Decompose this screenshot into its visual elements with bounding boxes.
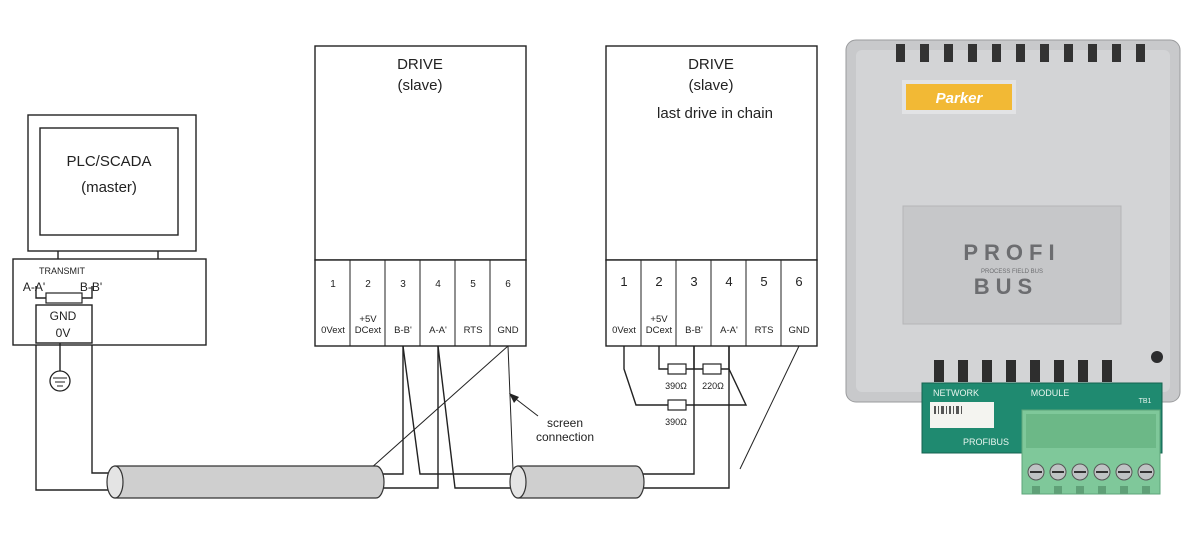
shielded-cable-2 bbox=[509, 465, 645, 499]
module-bottom-vents bbox=[934, 360, 1112, 382]
profibus-module-photo: Parker PROFI PROCESS FIELD BUS BUS NETWO… bbox=[845, 39, 1181, 495]
resistor-220 bbox=[702, 363, 722, 375]
resistor-390-bottom-label: 390Ω bbox=[665, 417, 687, 427]
drive2-terminal-3-label: B-B' bbox=[685, 325, 703, 336]
drive2-terminal-5-num: 5 bbox=[760, 274, 767, 289]
drive1-terminal-2-label: DCext bbox=[355, 325, 382, 336]
drive2-terminal-4-label: A-A' bbox=[720, 325, 738, 336]
drive1-terminal-2-label-top: +5V bbox=[359, 314, 377, 325]
drive2-terminal-6-label: GND bbox=[788, 325, 809, 336]
pc-gnd-label: GND bbox=[50, 309, 77, 323]
pc-b-label: B-B' bbox=[80, 280, 102, 294]
drive2-terminal-4-num: 4 bbox=[725, 274, 732, 289]
network-label: NETWORK bbox=[933, 388, 979, 398]
screen-arrow-head bbox=[509, 393, 519, 403]
resistor-390-top-label: 390Ω bbox=[665, 381, 687, 391]
screen-label-line2: connection bbox=[536, 430, 594, 444]
drive1-terminal-1-label: 0Vext bbox=[321, 325, 345, 336]
module-led bbox=[1151, 351, 1163, 363]
drive2-termination-network: 390Ω 220Ω 390Ω bbox=[623, 346, 748, 427]
drive1-terminal-3-num: 3 bbox=[400, 279, 406, 290]
terminal-block-slots bbox=[1032, 486, 1150, 494]
screen-label-line1: screen bbox=[547, 416, 583, 430]
drive1-terminal-6-num: 6 bbox=[505, 279, 511, 290]
wire-pc-b bbox=[91, 345, 117, 474]
drive1-terminal-5-label: RTS bbox=[464, 325, 483, 336]
screen-wire-drive2 bbox=[739, 345, 800, 470]
drive2-terminal-2-label-top: +5V bbox=[650, 314, 668, 325]
drive1-title: DRIVE bbox=[397, 56, 443, 73]
parker-logo-bg bbox=[906, 84, 1012, 110]
drive1-terminal-4-num: 4 bbox=[435, 279, 441, 290]
drive2-terminal-3-num: 3 bbox=[690, 274, 697, 289]
pc-a-label: A-A' bbox=[23, 280, 45, 294]
drive1-terminal-4-label: A-A' bbox=[429, 325, 447, 336]
wire-drive2-a bbox=[638, 346, 730, 489]
bus-wiring: screen connection bbox=[35, 345, 800, 491]
transmit-label: TRANSMIT bbox=[39, 266, 86, 276]
monitor-screen bbox=[39, 127, 179, 236]
resistor-390-top bbox=[667, 363, 687, 375]
profibus-logo-top: PROFI bbox=[963, 240, 1060, 265]
wire-drive1-b-in bbox=[378, 346, 404, 475]
profibus-label-area bbox=[902, 205, 1122, 325]
drive2-subtitle: (slave) bbox=[688, 77, 733, 94]
profibus-logo-mid: PROCESS FIELD BUS bbox=[981, 269, 1043, 275]
board-barcode-sticker bbox=[930, 402, 994, 428]
resistor-220-label: 220Ω bbox=[702, 381, 724, 391]
tb1-label: TB1 bbox=[1139, 398, 1152, 405]
ground-icon bbox=[49, 343, 71, 392]
drive1-terminal-1-num: 1 bbox=[330, 279, 336, 290]
drive1-terminal-5-num: 5 bbox=[470, 279, 476, 290]
pc-termination-resistor bbox=[45, 292, 83, 304]
parker-logo: Parker bbox=[936, 90, 984, 107]
module-label: MODULE bbox=[1031, 388, 1070, 398]
terminal-block-top bbox=[1026, 414, 1156, 448]
profibus-board-label: PROFIBUS bbox=[963, 437, 1009, 447]
pc-resistor-lead-right bbox=[82, 286, 93, 299]
module-vents bbox=[896, 44, 1145, 62]
drive2-terminal-6-num: 6 bbox=[795, 274, 802, 289]
plc-title: PLC/SCADA bbox=[66, 153, 151, 170]
drive2-title: DRIVE bbox=[688, 56, 734, 73]
drive2-body bbox=[605, 45, 818, 261]
wire-pc-a bbox=[35, 345, 115, 491]
resistor-390-bottom bbox=[667, 399, 687, 411]
drive2-note: last drive in chain bbox=[657, 105, 773, 122]
drive2-terminal-2-num: 2 bbox=[655, 274, 662, 289]
profibus-logo-bottom: BUS bbox=[974, 274, 1038, 299]
drive1-terminal-6-label: GND bbox=[497, 325, 518, 336]
pc-resistor-lead-left bbox=[35, 286, 46, 299]
wire-drive2-b bbox=[638, 346, 695, 475]
wire-drive1-a-in bbox=[378, 346, 439, 489]
drive-2: DRIVE (slave) last drive in chain 1 2 3 … bbox=[605, 45, 818, 427]
terminal-screws bbox=[1027, 463, 1155, 481]
screen-wire-drive1-out bbox=[507, 345, 514, 471]
wire-drive1-a-out bbox=[437, 345, 520, 489]
plc-subtitle: (master) bbox=[81, 179, 137, 196]
drive2-terminal-2-label: DCext bbox=[646, 325, 673, 336]
board-barcode bbox=[934, 406, 962, 414]
shielded-cable-1 bbox=[106, 465, 385, 499]
wire-drive1-b-out bbox=[402, 345, 520, 475]
pc-gnd-box bbox=[35, 304, 93, 344]
drive2-terminal-1-label: 0Vext bbox=[612, 325, 636, 336]
drive-1: DRIVE (slave) 1 2 3 4 5 6 0Vext +5V DCex… bbox=[314, 45, 527, 347]
pc-0v-label: 0V bbox=[56, 326, 71, 340]
drive2-terminal-1-num: 1 bbox=[620, 274, 627, 289]
screen-wire-drive1-in bbox=[369, 345, 509, 470]
drive2-terminal-5-label: RTS bbox=[755, 325, 774, 336]
drive1-terminal-2-num: 2 bbox=[365, 279, 371, 290]
plc-master: PLC/SCADA (master) TRANSMIT A-A' B-B' GN… bbox=[12, 114, 207, 392]
drive1-body bbox=[314, 45, 527, 261]
drive1-terminal-3-label: B-B' bbox=[394, 325, 412, 336]
drive1-subtitle: (slave) bbox=[397, 77, 442, 94]
